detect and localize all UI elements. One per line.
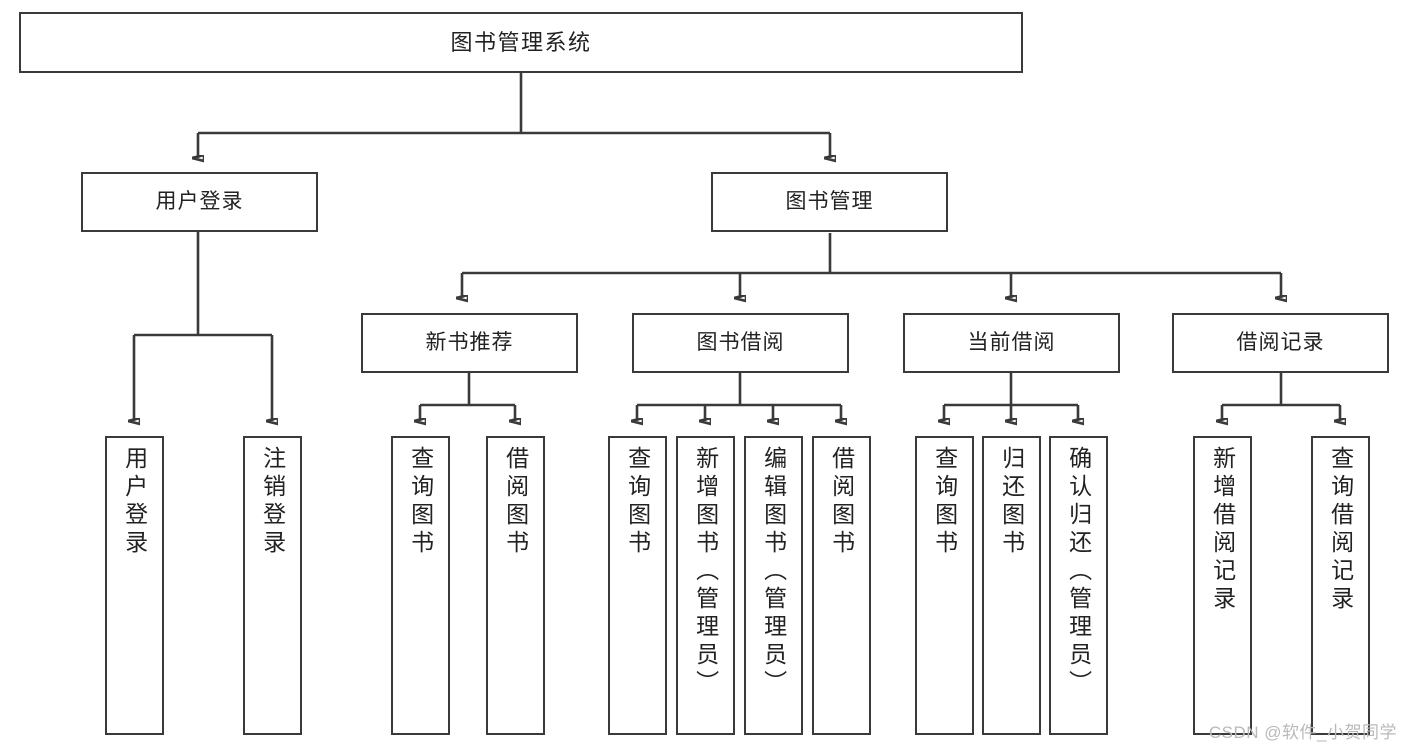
node-user-login[interactable]: 用户登录 [81,172,318,232]
leaf-node-return-book[interactable]: 归还图书 [982,436,1041,735]
node-book-management[interactable]: 图书管理 [711,172,948,232]
leaf-node-borrow-book[interactable]: 借阅图书 [812,436,871,735]
node-new-book-recommend[interactable]: 新书推荐 [361,313,578,373]
node-label: 图书管理系统 [450,29,592,55]
node-label: 当前借阅 [967,330,1056,354]
leaf-node-borrow-book-recommend[interactable]: 借阅图书 [486,436,545,735]
leaf-node-confirm-return-admin[interactable]: 确认归还（管理员） [1049,436,1108,735]
leaf-node-logout[interactable]: 注销登录 [243,436,302,735]
csdn-watermark: CSDN @软件_小贺同学 [1208,723,1397,742]
node-label: 编辑图书（管理员） [760,446,787,698]
leaf-node-edit-book-admin[interactable]: 编辑图书（管理员） [744,436,803,735]
leaf-node-query-book-current[interactable]: 查询图书 [915,436,974,735]
node-label: 确认归还（管理员） [1065,446,1092,698]
node-label: 归还图书 [998,446,1025,558]
node-label: 新书推荐 [425,330,514,354]
leaf-node-add-borrow-record[interactable]: 新增借阅记录 [1193,436,1252,735]
node-label: 新增图书（管理员） [692,446,719,698]
node-borrow-record[interactable]: 借阅记录 [1172,313,1389,373]
node-label: 用户登录 [155,189,244,213]
leaf-node-query-book-borrow[interactable]: 查询图书 [608,436,667,735]
leaf-node-query-book-recommend[interactable]: 查询图书 [391,436,450,735]
node-label: 查询借阅记录 [1327,446,1354,614]
node-label: 查询图书 [407,446,434,558]
node-label: 借阅记录 [1236,330,1325,354]
node-label: 图书借阅 [696,330,785,354]
node-label: 图书管理 [785,189,874,213]
leaf-node-query-borrow-record[interactable]: 查询借阅记录 [1311,436,1370,735]
leaf-node-add-book-admin[interactable]: 新增图书（管理员） [676,436,735,735]
node-label: 注销登录 [259,446,286,558]
node-label: 借阅图书 [828,446,855,558]
node-label: 查询图书 [931,446,958,558]
node-root-book-management-system[interactable]: 图书管理系统 [19,12,1023,73]
node-current-borrow[interactable]: 当前借阅 [903,313,1120,373]
node-label: 用户登录 [121,446,148,558]
node-label: 查询图书 [624,446,651,558]
node-label: 新增借阅记录 [1209,446,1236,614]
node-label: 借阅图书 [502,446,529,558]
node-book-borrow[interactable]: 图书借阅 [632,313,849,373]
leaf-node-user-login[interactable]: 用户登录 [105,436,164,735]
